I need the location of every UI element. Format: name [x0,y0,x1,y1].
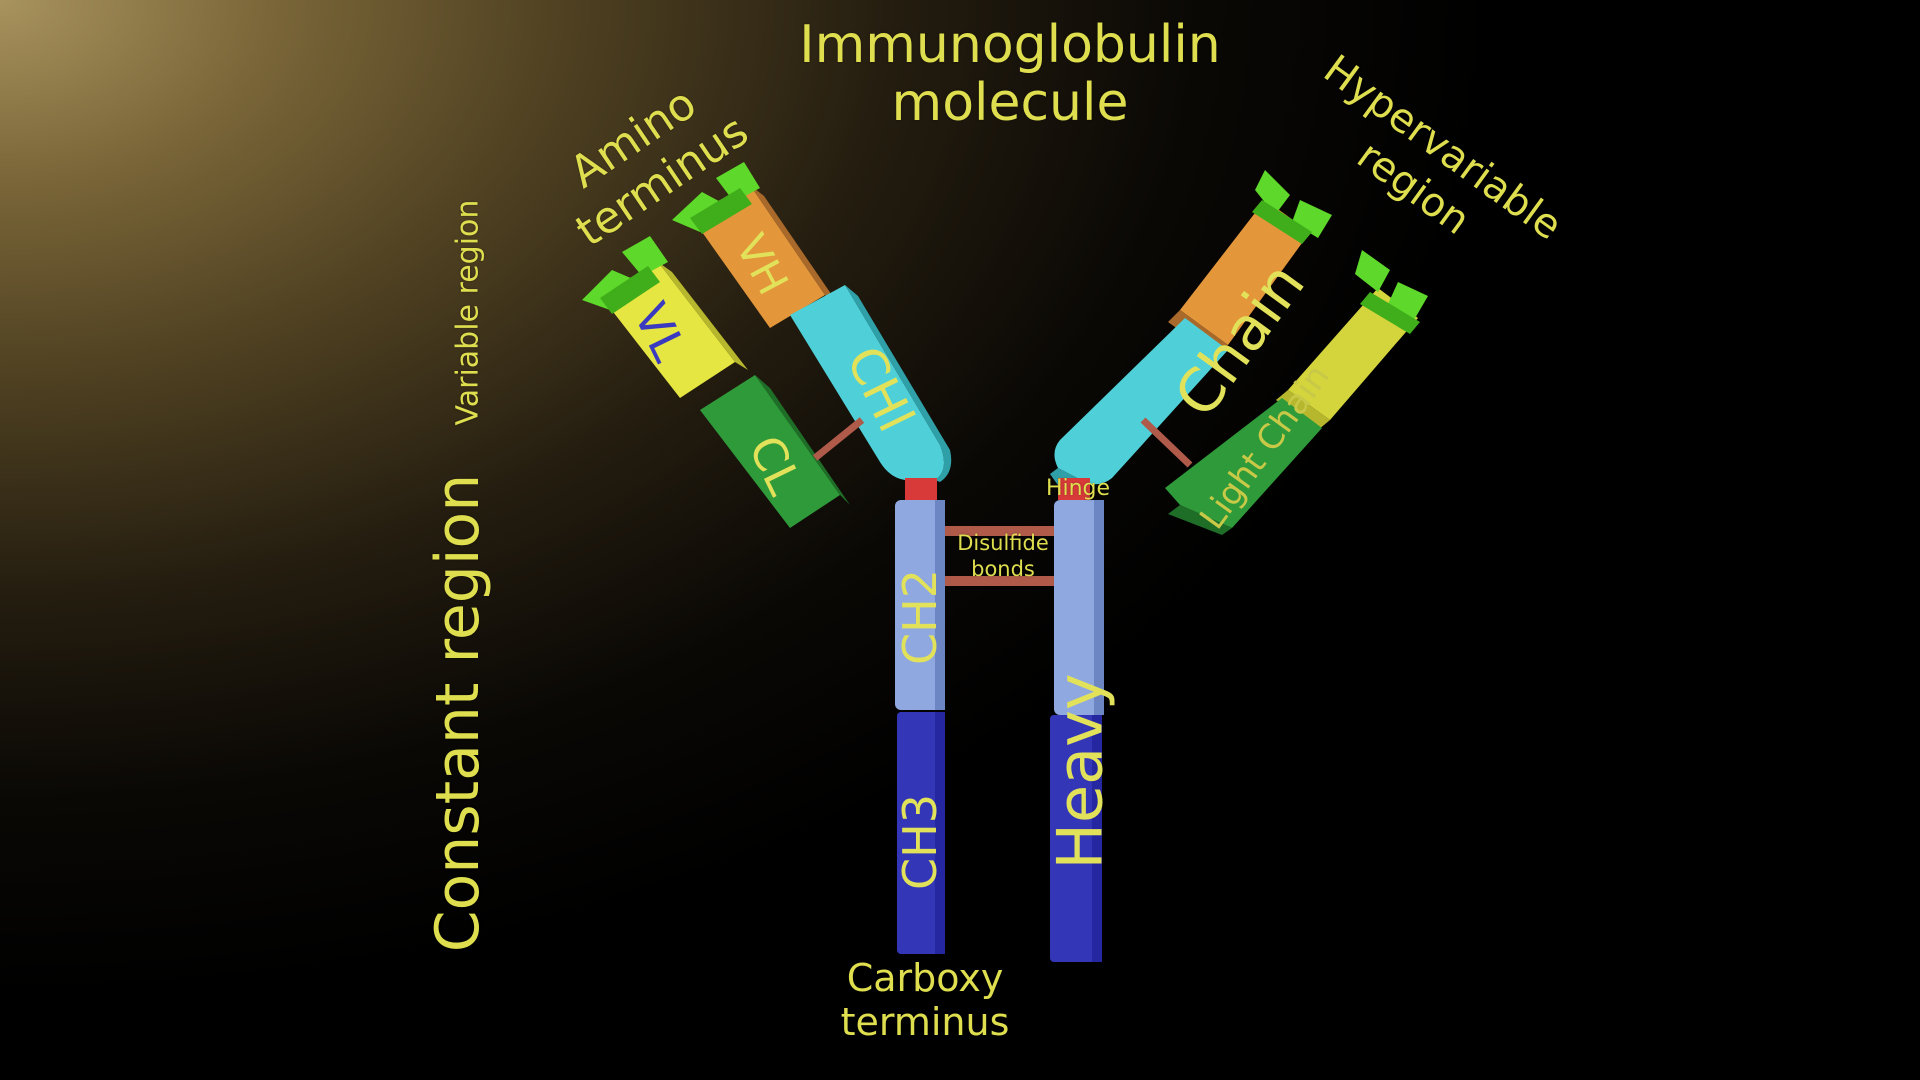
disulfide-bonds-label: Disulfide bonds [948,530,1058,582]
carboxy-terminus-label: Carboxy terminus [820,956,1030,1044]
ch2-domain-label: CH2 [893,569,947,665]
left-ch2-domain [895,500,945,710]
light-heavy-disulfide-links [812,417,1193,468]
right-light-variable-domain [1276,288,1418,430]
hinge-blocks [905,478,1090,500]
hinge-label: Hinge [1045,476,1111,501]
right-light-hypervariable-tips [1355,250,1428,334]
left-ch3-domain [897,712,945,954]
disulfide-line-2: bonds [971,557,1035,581]
constant-region-label: Constant region [423,473,493,953]
left-heavy-hypervariable-tips [672,162,760,234]
left-ch1-domain [790,285,952,482]
carboxy-line-1: Carboxy [846,956,1004,1000]
ch3-domain-label: CH3 [893,794,947,890]
right-ch2-domain [1054,500,1104,715]
right-heavy-hypervariable-tips [1252,170,1332,244]
right-light-constant-domain [1165,398,1322,535]
carboxy-line-2: terminus [840,1000,1010,1044]
left-light-hypervariable-tips [582,236,668,314]
heavy-heavy-disulfide-bonds [945,526,1054,586]
variable-region-label: Variable region [450,199,486,426]
title-line-2: molecule [891,73,1129,133]
right-ch3-domain [1050,715,1102,962]
left-light-constant-domain [700,375,850,528]
title-line-1: Immunoglobulin [799,15,1221,75]
disulfide-line-1: Disulfide [957,531,1049,555]
diagram-title: Immunoglobulin molecule [760,16,1260,132]
heavy-chain-label: Heavy [1043,673,1117,870]
